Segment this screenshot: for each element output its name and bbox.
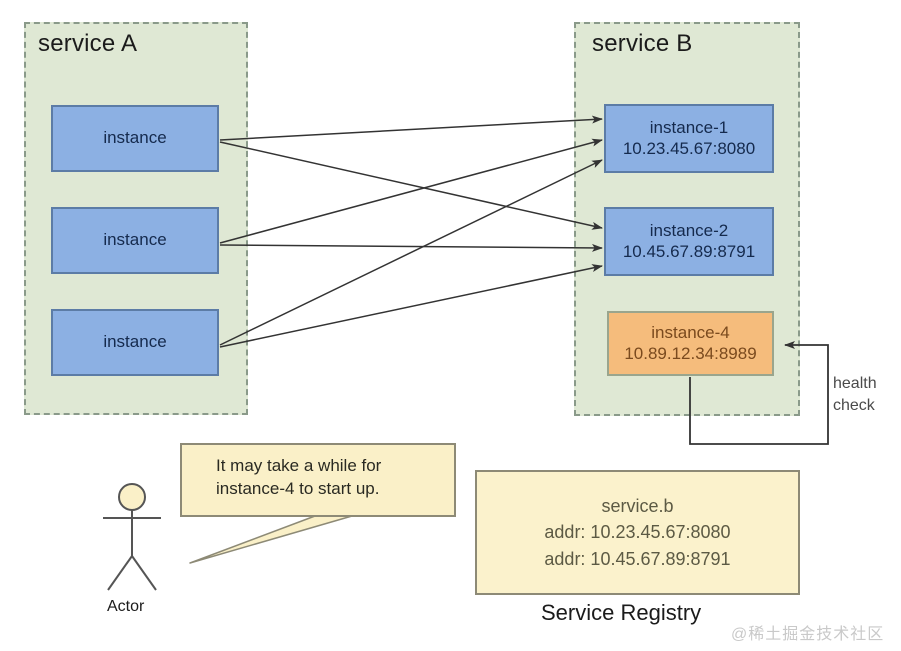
service-a-instance-2[interactable]: instance [51,207,219,274]
actor-label: Actor [107,598,145,615]
watermark: @稀土掘金技术社区 [731,626,885,643]
actor-leg-right-icon [131,555,157,591]
speech-bubble: It may take a while for instance-4 to st… [180,443,456,517]
registry-service-name: service.b [601,496,674,517]
node-label: instance [103,230,167,250]
service-b-title: service B [592,30,693,57]
node-address: 10.23.45.67:8080 [622,138,756,158]
arrow-a2-to-b1 [219,138,603,244]
health-check-arrow [689,341,829,445]
node-address: 10.45.67.89:8791 [622,241,756,261]
registry-addr-2: addr: 10.45.67.89:8791 [544,548,731,569]
registry-addr-1: addr: 10.23.45.67:8080 [544,522,731,543]
service-registry-caption: Service Registry [541,600,702,625]
health-check-label: health check [833,373,877,416]
service-b-instance-4[interactable]: instance-4 10.89.12.34:8989 [607,311,774,376]
speech-bubble-line1: It may take a while for [216,456,382,475]
arrow-a3-to-b2 [219,264,603,348]
service-b-instance-1[interactable]: instance-1 10.23.45.67:8080 [604,104,774,173]
service-a-instance-1[interactable]: instance [51,105,219,172]
speech-bubble-tail [189,515,353,564]
service-b-instance-2[interactable]: instance-2 10.45.67.89:8791 [604,207,774,276]
actor-head-icon [118,483,146,511]
health-check-label-line1: health [833,375,877,392]
actor-leg-left-icon [107,555,133,591]
node-label: instance-1 [649,118,729,138]
arrow-a1-to-b1 [219,115,603,141]
service-a-title: service A [38,30,138,57]
node-label: instance [103,128,167,148]
node-label: instance [103,332,167,352]
node-label: instance-2 [649,221,729,241]
node-address: 10.89.12.34:8989 [624,343,757,363]
service-a-instance-3[interactable]: instance [51,309,219,376]
actor-figure[interactable] [103,483,161,591]
node-label: instance-4 [651,323,730,343]
health-check-label-line2: check [833,396,875,414]
speech-bubble-line2: instance-4 to start up. [216,478,380,498]
arrow-a1-to-b2 [219,141,603,230]
service-registry-box[interactable]: service.b addr: 10.23.45.67:8080 addr: 1… [475,470,800,595]
arrow-a2-to-b2 [219,243,603,252]
service-a-to-b-arrows [219,115,603,348]
arrow-a3-to-b1 [219,159,603,346]
